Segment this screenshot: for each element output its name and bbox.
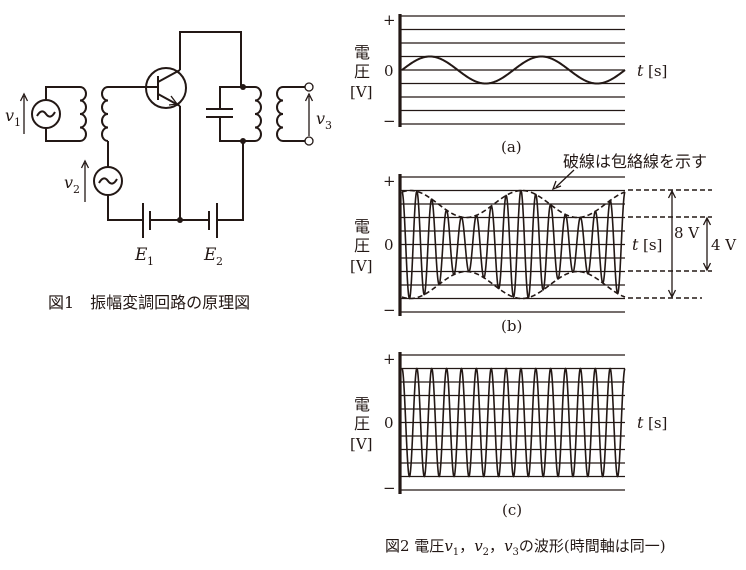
panel-a: + 0 − 電 圧 [V] t [s] (a) <box>350 11 667 156</box>
ylabel-unit: [V] <box>350 257 373 275</box>
xlabel-unit: [s] <box>643 236 662 254</box>
label-v1-sub: 1 <box>14 116 21 129</box>
minus-tick: − <box>383 301 396 319</box>
battery-E2 <box>208 203 218 238</box>
panel-tag: (c) <box>502 501 522 519</box>
dim-label-4v: 4 V <box>711 236 737 254</box>
grid-lines <box>400 15 625 125</box>
secondary-coil <box>101 86 109 142</box>
label-v3-sub: 3 <box>325 119 332 132</box>
output-terminal <box>304 82 314 92</box>
label-v2: v <box>64 173 73 192</box>
xlabel-t: t <box>632 235 639 254</box>
panel-c: + 0 − 電 圧 [V] t [s] (c) <box>350 350 667 519</box>
envelope-lower <box>401 270 626 300</box>
label-v3: v <box>316 109 325 128</box>
circuit-diagram: v 1 v 2 <box>5 31 332 268</box>
dim-arrow-4v <box>702 216 712 272</box>
ylabel-1: 電 <box>354 395 370 414</box>
primary-coil <box>79 86 87 142</box>
ylabel-2: 圧 <box>354 236 370 255</box>
battery-E1 <box>142 203 151 238</box>
figure1-caption: 図1 振幅変調回路の原理図 <box>48 293 250 312</box>
arrow-head-icon <box>551 180 562 191</box>
label-v1: v <box>5 106 14 125</box>
tilde-icon <box>36 110 56 118</box>
waveform-v1 <box>401 55 626 85</box>
emitter-arrow-icon <box>168 95 179 106</box>
panel-tag: (b) <box>501 317 522 335</box>
dim-arrow-8v <box>667 189 677 299</box>
ylabel-unit: [V] <box>350 435 373 453</box>
panel-b: 破線は包絡線を示す + 0 − 電 圧 [V] t [s] 8 V 4 V (b… <box>350 152 737 335</box>
transformer-output <box>243 86 305 142</box>
plus-tick: + <box>383 11 396 29</box>
npn-transistor <box>145 67 187 109</box>
ylabel-unit: [V] <box>350 83 373 101</box>
label-E1-sub: 1 <box>147 255 154 268</box>
xlabel-t: t <box>637 61 644 80</box>
panel-tag: (a) <box>501 138 522 156</box>
tilde-icon <box>98 177 118 185</box>
tank-capacitor <box>206 86 243 142</box>
junction-dot <box>177 217 183 223</box>
ylabel-1: 電 <box>354 217 370 236</box>
label-E2-sub: 2 <box>216 255 223 268</box>
waveform-v2-carrier <box>401 367 626 478</box>
minus-tick: − <box>383 479 396 497</box>
ylabel-2: 圧 <box>354 414 370 433</box>
figure2-caption: 図2 電圧v1，v2，v3の波形(時間軸は同一) <box>385 537 666 558</box>
transistor-collector <box>157 69 181 83</box>
grid-lines <box>400 354 625 491</box>
output-terminal <box>304 136 314 146</box>
zero-tick: 0 <box>384 414 394 432</box>
ac-source-v2 <box>80 159 123 202</box>
transformer-input <box>79 86 109 142</box>
ylabel-1: 電 <box>354 43 370 62</box>
label-E2: E <box>203 245 217 265</box>
xlabel-unit: [s] <box>648 62 667 80</box>
label-v2-sub: 2 <box>73 183 80 196</box>
envelope-upper <box>401 189 626 219</box>
plus-tick: + <box>383 172 396 190</box>
ylabel-2: 圧 <box>354 62 370 81</box>
xlabel-unit: [s] <box>648 414 667 432</box>
plus-tick: + <box>383 350 396 368</box>
zero-tick: 0 <box>384 236 394 254</box>
dim-label-8v: 8 V <box>674 224 700 242</box>
minus-tick: − <box>383 112 396 130</box>
zero-tick: 0 <box>384 62 394 80</box>
label-E1: E <box>134 245 148 265</box>
xlabel-t: t <box>637 413 644 432</box>
annotation-arrow <box>555 169 575 188</box>
ac-source-v1 <box>19 86 80 142</box>
envelope-annotation: 破線は包絡線を示す <box>563 152 707 171</box>
